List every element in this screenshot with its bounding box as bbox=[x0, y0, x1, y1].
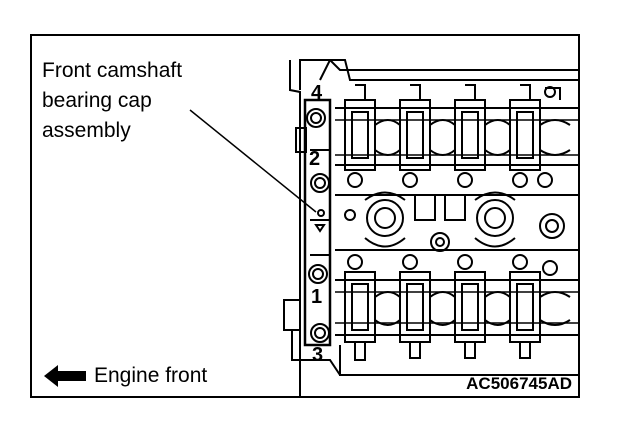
legend-text: Engine front bbox=[94, 364, 208, 387]
callout-line-1: Front camshaft bbox=[42, 59, 183, 82]
left-arrow-icon bbox=[44, 365, 86, 387]
callout-line-2: bearing cap bbox=[42, 89, 152, 112]
bolt-number-1: 1 bbox=[311, 286, 323, 308]
bolt-number-2: 2 bbox=[309, 148, 321, 170]
callout-label: Front camshaft bearing cap assembly bbox=[42, 56, 182, 146]
bolt-number-4: 4 bbox=[311, 82, 323, 104]
callout-line-3: assembly bbox=[42, 119, 131, 142]
figure-code: AC506745AD bbox=[466, 374, 572, 393]
bolt-number-3: 3 bbox=[312, 344, 324, 366]
engine-front-legend: Engine front bbox=[44, 364, 207, 388]
